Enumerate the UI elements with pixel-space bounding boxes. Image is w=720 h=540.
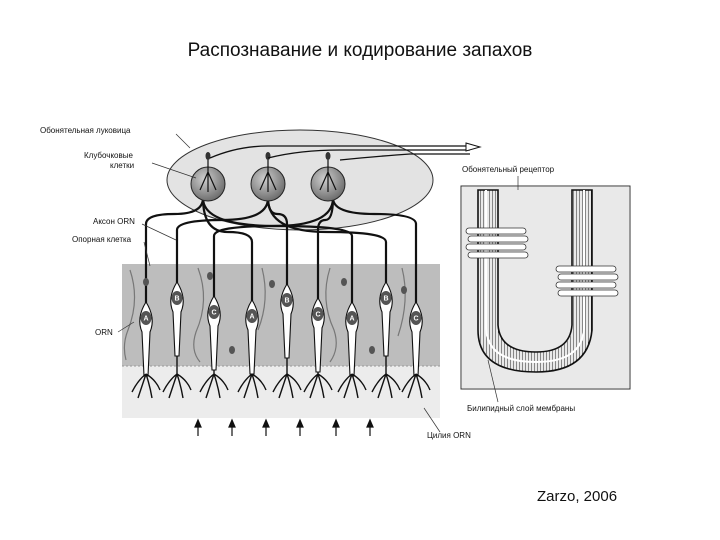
label-glomerular-cells-1: Клубочковые [84, 151, 133, 160]
neuron-type-label: B [383, 296, 388, 303]
label-support-cell: Опорная клетка [72, 235, 132, 244]
up-arrow-icon [297, 420, 303, 436]
label-glomerular-cells-2: клетки [110, 161, 134, 170]
odor-stimulus-arrows [195, 420, 373, 436]
up-arrow-icon [367, 420, 373, 436]
neuron-type-label: A [143, 316, 148, 323]
up-arrow-icon [263, 420, 269, 436]
epithelium-layer [122, 264, 440, 366]
label-olfactory-bulb: Обонятельная луковица [40, 126, 131, 135]
neuron-type-label: A [249, 314, 254, 321]
neuron-type-label: A [349, 316, 354, 323]
label-orn-axon: Аксон ORN [93, 217, 135, 226]
label-olfactory-receptor: Обонятельный рецептор [462, 165, 555, 174]
up-arrow-icon [333, 420, 339, 436]
citation: Zarzo, 2006 [537, 488, 617, 505]
neuron-type-label: C [315, 312, 320, 319]
neuron-type-label: B [174, 296, 179, 303]
label-orn-cilia: Цилия ORN [427, 431, 471, 440]
neuron-type-label: B [284, 298, 289, 305]
up-arrow-icon [229, 420, 235, 436]
label-bilipid-layer: Билипидный слой мембраны [467, 404, 575, 413]
neuron-type-label: C [413, 316, 418, 323]
label-orn: ORN [95, 328, 113, 337]
neuron-type-label: C [211, 310, 216, 317]
output-arrow-icon [466, 143, 480, 151]
up-arrow-icon [195, 420, 201, 436]
